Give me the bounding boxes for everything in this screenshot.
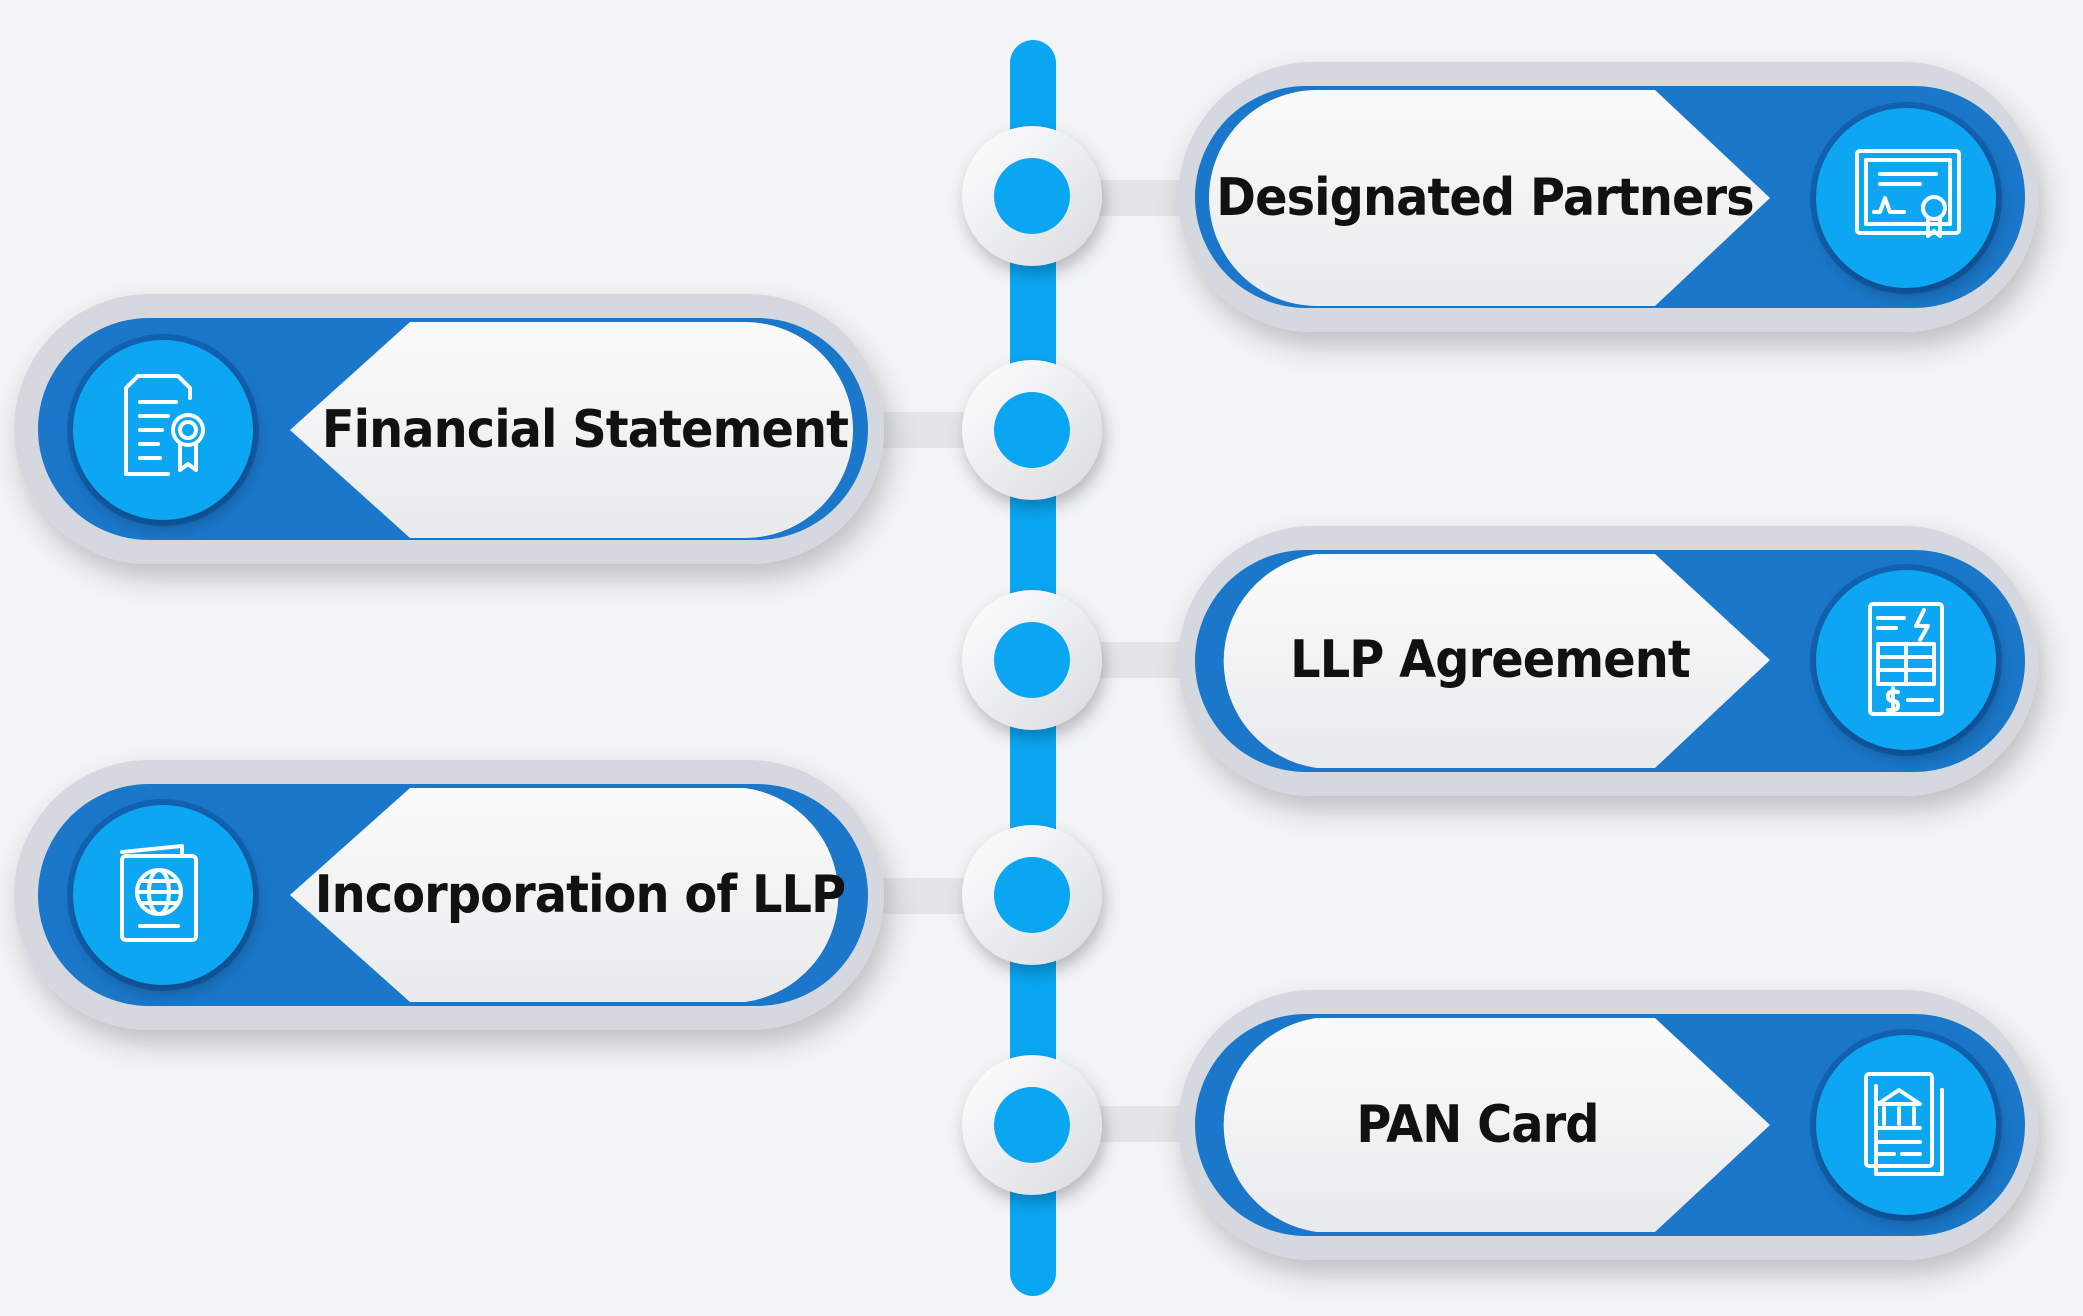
label-designated-partners: Designated Partners [1216,168,1754,228]
certificate-icon [1855,149,1961,238]
label-financial-statement: Financial Statement [321,400,849,460]
label-pan-card: PAN Card [1356,1095,1599,1155]
timeline-item-incorporation-of-llp [14,760,1102,1030]
invoice-icon [1868,602,1944,716]
bank-document-icon [1864,1072,1944,1176]
label-llp-agreement: LLP Agreement [1290,630,1691,690]
timeline-item-designated-partners [962,62,2038,332]
timeline-item-llp-agreement [962,526,2038,796]
document-seal-icon [124,374,205,476]
label-incorporation-of-llp: Incorporation of LLP [314,865,846,925]
passport-icon [120,844,198,942]
timeline-item-pan-card [962,990,2038,1260]
timeline-item-financial-statement [14,294,1102,564]
